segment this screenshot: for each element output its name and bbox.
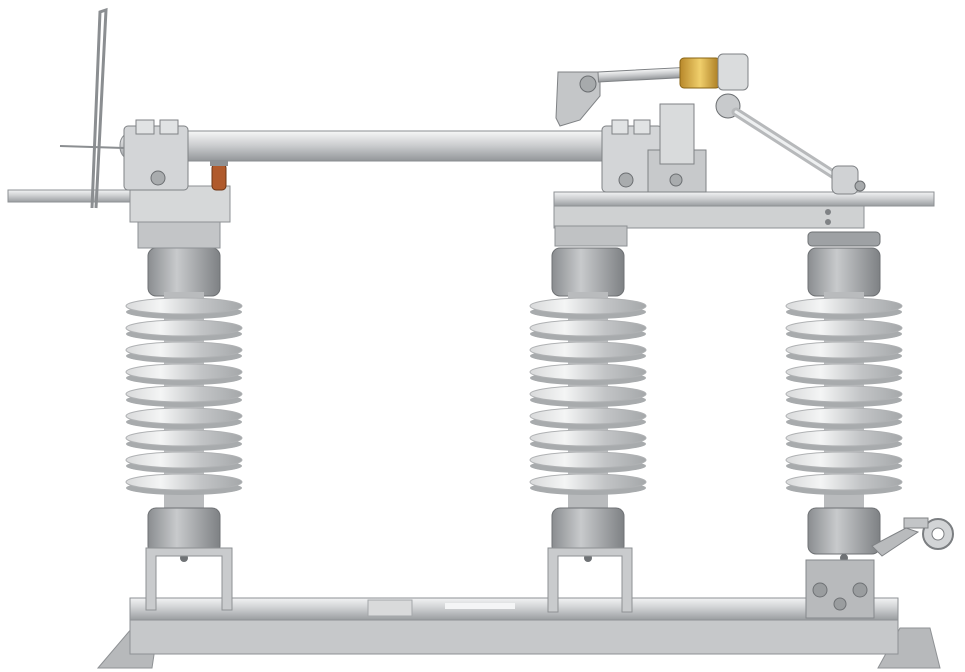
insulator-column-2 bbox=[529, 247, 647, 562]
bolt bbox=[618, 172, 634, 188]
insulator-shed bbox=[125, 451, 243, 469]
insulator-columns bbox=[125, 231, 903, 562]
insulator-shed bbox=[125, 407, 243, 425]
insulator-bottom-cap bbox=[147, 507, 221, 555]
left-cap-plate bbox=[137, 221, 221, 249]
insulator-shed bbox=[125, 319, 243, 337]
bolt bbox=[812, 582, 828, 598]
insulator-shed bbox=[529, 451, 647, 469]
insulator-top-cap bbox=[807, 247, 881, 297]
right-channel bbox=[553, 205, 865, 229]
bolt bbox=[669, 173, 683, 187]
base-frame bbox=[96, 597, 941, 669]
lever-eye-hole bbox=[931, 527, 945, 541]
bolt bbox=[833, 597, 847, 611]
insulator-shed bbox=[529, 407, 647, 425]
insulator-top-cap bbox=[551, 247, 625, 297]
rivet bbox=[825, 219, 831, 225]
base-label-strip bbox=[445, 603, 515, 609]
insulator-shed bbox=[529, 385, 647, 403]
insulator-shed bbox=[785, 385, 903, 403]
top-flange-right bbox=[807, 231, 881, 247]
insulator-shed bbox=[529, 363, 647, 381]
insulator-shed bbox=[529, 319, 647, 337]
insulator-shed bbox=[529, 297, 647, 315]
middle-cap-plate bbox=[554, 225, 628, 247]
insulator-shed bbox=[125, 297, 243, 315]
right-arm-plate bbox=[553, 191, 935, 207]
insulator-bottom-cap bbox=[551, 507, 625, 555]
insulator-shed bbox=[125, 473, 243, 491]
lever-clamp bbox=[903, 517, 929, 529]
left-contact-clamp bbox=[123, 125, 189, 191]
insulator-shed bbox=[785, 341, 903, 359]
left-terminal-block bbox=[129, 185, 231, 223]
link-rod bbox=[597, 66, 685, 83]
insulator-shed bbox=[785, 407, 903, 425]
pivot-bolt bbox=[579, 75, 597, 93]
insulator-shed bbox=[785, 363, 903, 381]
bracket-left bbox=[145, 547, 233, 611]
clamp-lug bbox=[159, 119, 179, 135]
insulator-column-3 bbox=[785, 247, 903, 562]
diagonal-brace-highlight bbox=[734, 110, 844, 182]
insulator-shed bbox=[785, 473, 903, 491]
bolt bbox=[854, 180, 866, 192]
contact-cap bbox=[210, 160, 228, 166]
base-brackets bbox=[145, 517, 954, 619]
rivet bbox=[825, 209, 831, 215]
insulator-shed bbox=[125, 341, 243, 359]
insulator-shed bbox=[785, 297, 903, 315]
clamp-lug bbox=[611, 119, 629, 135]
upper-frame bbox=[7, 185, 935, 249]
damper-cap bbox=[717, 53, 749, 91]
insulator-shed bbox=[785, 429, 903, 447]
brass-damper bbox=[679, 57, 721, 89]
switch-blade bbox=[119, 103, 707, 193]
insulator-shed bbox=[125, 363, 243, 381]
drive-post bbox=[659, 103, 695, 165]
insulator-shed bbox=[125, 429, 243, 447]
bolt bbox=[852, 582, 868, 598]
horn-crossbar bbox=[59, 145, 125, 149]
arcing-horn bbox=[59, 7, 125, 209]
base-channel-face bbox=[129, 619, 899, 655]
insulator-shed bbox=[125, 385, 243, 403]
clamp-lug bbox=[135, 119, 155, 135]
copper-contact bbox=[211, 163, 227, 191]
insulator-bottom-cap bbox=[807, 507, 881, 555]
operating-lever bbox=[871, 527, 920, 557]
blade-tube bbox=[119, 130, 661, 162]
arcing-horn-rod bbox=[90, 7, 108, 209]
clamp-lug bbox=[633, 119, 651, 135]
linkage-assembly bbox=[555, 53, 866, 195]
insulator-shed bbox=[785, 451, 903, 469]
bolt bbox=[150, 170, 166, 186]
insulator-shed bbox=[529, 429, 647, 447]
insulator-top-cap bbox=[147, 247, 221, 297]
base-nameplate-rivets bbox=[367, 599, 413, 617]
insulator-column-1 bbox=[125, 247, 243, 562]
insulator-shed bbox=[785, 319, 903, 337]
bracket-middle bbox=[547, 547, 633, 613]
insulator-shed bbox=[529, 473, 647, 491]
insulator-shed bbox=[529, 341, 647, 359]
brace-foot bbox=[831, 165, 859, 195]
